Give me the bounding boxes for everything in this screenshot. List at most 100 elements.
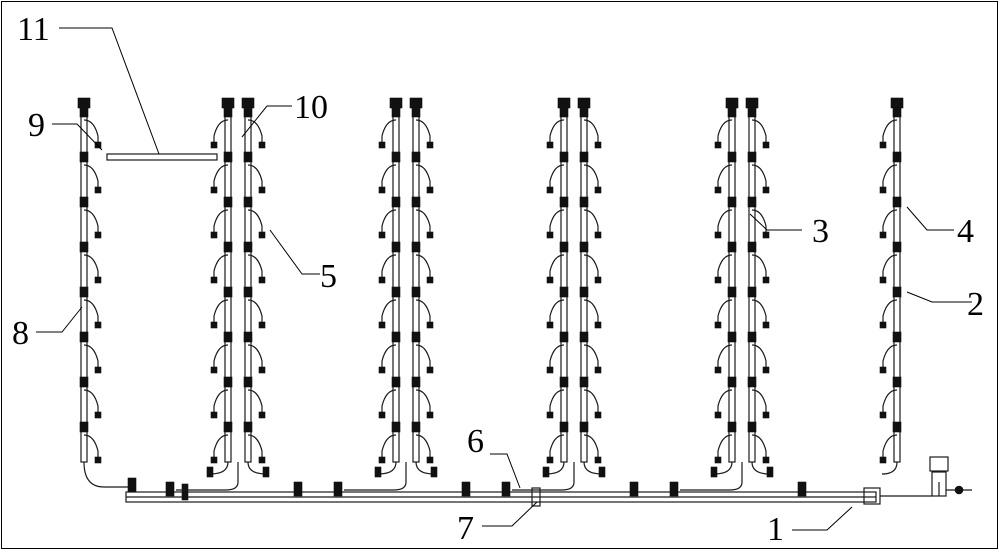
riser-pair-2-a-fitting-5-branch [549, 344, 565, 369]
riser-pair-1-a-fitting-5-nozzle [378, 366, 386, 374]
riser-pair-1-b-fitting-6-valve [411, 376, 421, 388]
riser-left-fitting-2-nozzle [94, 231, 102, 239]
riser-pair-1-b-fitting-5-nozzle [426, 366, 434, 374]
callout-11: 11 [17, 11, 50, 48]
riser-pair-2-a-fitting-0-nozzle [546, 141, 554, 149]
riser-pair-3-feed [680, 462, 743, 491]
riser-pair-1-b-fitting-7-nozzle [426, 456, 434, 464]
riser-pair-1-a-fitting-2-nozzle [378, 231, 386, 239]
riser-left-fitting-4-branch [83, 299, 99, 324]
riser-right-fitting-3-valve [892, 241, 902, 253]
callout-6: 6 [467, 423, 484, 460]
riser-pair-3-a-fitting-3-branch [717, 254, 733, 279]
callout-10: 10 [294, 89, 328, 126]
riser-pair-2-a-fitting-1-nozzle [546, 186, 554, 194]
riser-pair-1-b-fitting-5-branch [415, 344, 431, 369]
riser-pair-0-a-fitting-1-branch [213, 164, 229, 189]
riser-pair-1-b-fitting-4-branch [415, 299, 431, 324]
riser-pair-3-a-fitting-0-nozzle [714, 141, 722, 149]
riser-pair-3-header-valve-b [797, 481, 807, 497]
riser-pair-3-a-top-cap [725, 97, 739, 109]
riser-pair-2-b-fitting-1-branch [583, 164, 599, 189]
riser-right-fitting-5-valve [892, 331, 902, 343]
riser-pair-3-a-fitting-2-branch [717, 209, 733, 234]
callout-7: 7 [457, 510, 474, 547]
riser-pair-0-b-fitting-2-valve [243, 196, 253, 208]
riser-left-fitting-2-branch [83, 209, 99, 234]
riser-pair-2-b-fitting-6-nozzle [594, 411, 602, 419]
riser-right-fitting-4-nozzle [879, 321, 887, 329]
riser-pair-2-b-fitting-2-branch [583, 209, 599, 234]
riser-pair-2-b-fitting-0-branch [583, 119, 599, 144]
riser-pair-0-b-fitting-7-branch [247, 434, 263, 459]
riser-pair-1-a-fitting-6-nozzle [378, 411, 386, 419]
riser-pair-0-a-fitting-4-branch [213, 299, 229, 324]
riser-pair-3-b-fitting-5-branch [751, 344, 767, 369]
riser-pair-0-b-fitting-3-nozzle [258, 276, 266, 284]
riser-pair-0-b-fitting-5-branch [247, 344, 263, 369]
riser-pair-1-b-fitting-2-valve [411, 196, 421, 208]
callout-1: 1 [767, 511, 784, 548]
riser-pair-0-a-foot [206, 466, 214, 478]
riser-pair-2-a-fitting-5-nozzle [546, 366, 554, 374]
riser-pair-0-a-fitting-3-valve [223, 241, 233, 253]
riser-pair-0-a-fitting-6-branch [213, 389, 229, 414]
riser-pair-2-a-fitting-0-branch [549, 119, 565, 144]
riser-right-fitting-5-branch [882, 344, 898, 369]
riser-left-fitting-7-nozzle [94, 456, 102, 464]
riser-right-fitting-2-branch [882, 209, 898, 234]
riser-pair-0-a-fitting-1-nozzle [210, 186, 218, 194]
riser-pair-1-b-fitting-7-valve [411, 421, 421, 433]
riser-pair-1-b-top-cap [409, 97, 423, 109]
riser-pair-3-b-fitting-4-valve [747, 286, 757, 298]
riser-pair-1-b-fitting-3-nozzle [426, 276, 434, 284]
riser-pair-2-b-fitting-3-nozzle [594, 276, 602, 284]
riser-pair-2-b-fitting-5-valve [579, 331, 589, 343]
riser-pair-1-a-fitting-7-nozzle [378, 456, 386, 464]
riser-pair-0-b-fitting-5-nozzle [258, 366, 266, 374]
riser-pair-3-a-fitting-7-branch [717, 434, 733, 459]
riser-pair-0-b-fitting-2-branch [247, 209, 263, 234]
riser-pair-3-b-fitting-3-branch [751, 254, 767, 279]
riser-pair-3-a-fitting-4-valve [727, 286, 737, 298]
riser-pair-0-a-fitting-5-valve [223, 331, 233, 343]
callout-labels: 11 9 10 5 3 4 2 8 6 7 1 [12, 11, 984, 548]
riser-pair-3-b-fitting-2-nozzle [762, 231, 770, 239]
riser-pair-3-b-fitting-4-branch [751, 299, 767, 324]
riser-pair-2-b-fitting-6-branch [583, 389, 599, 414]
riser-pair-3-b-fitting-6-branch [751, 389, 767, 414]
riser-pair-2-b-fitting-7-branch [583, 434, 599, 459]
riser-pair-2-b-fitting-3-valve [579, 241, 589, 253]
riser-left-fitting-3-nozzle [94, 276, 102, 284]
callout-3: 3 [812, 213, 829, 250]
riser-right-fitting-7-nozzle [879, 456, 887, 464]
riser-pair-0-b-fitting-7-nozzle [258, 456, 266, 464]
riser-pair-3-b-fitting-1-nozzle [762, 186, 770, 194]
riser-right-fitting-3-branch [882, 254, 898, 279]
riser-pair-1-b-fitting-0-nozzle [426, 141, 434, 149]
riser-pair-3-a-fitting-1-nozzle [714, 186, 722, 194]
riser-pair-3-b-fitting-5-nozzle [762, 366, 770, 374]
riser-pair-0-b-fitting-6-valve [243, 376, 253, 388]
riser-pair-3-a-fitting-6-valve [727, 376, 737, 388]
riser-pair-2-a-fitting-1-branch [549, 164, 565, 189]
riser-pair-3-b-fitting-5-valve [747, 331, 757, 343]
riser-right-fitting-6-nozzle [879, 411, 887, 419]
riser-pair-3-a-fitting-0-valve [727, 106, 737, 118]
riser-pair-1-a-fitting-6-valve [391, 376, 401, 388]
riser-pair-1-a-fitting-1-nozzle [378, 186, 386, 194]
riser-pair-1-a-fitting-4-valve [391, 286, 401, 298]
riser-left-fitting-0-branch [83, 119, 99, 144]
riser-pair-0-b-fitting-4-branch [247, 299, 263, 324]
riser-left-fitting-5-nozzle [94, 366, 102, 374]
riser-pair-1-a-fitting-0-branch [381, 119, 397, 144]
riser-left-fitting-0-nozzle [94, 141, 102, 149]
riser-left-fitting-3-valve [79, 241, 89, 253]
callout-2: 2 [967, 286, 984, 323]
riser-pair-0-header-valve-b [293, 481, 303, 497]
riser-pair-3-b-fitting-1-branch [751, 164, 767, 189]
callout-8: 8 [12, 315, 29, 352]
riser-left-fitting-6-valve [79, 376, 89, 388]
riser-pair-1-b-fitting-6-branch [415, 389, 431, 414]
